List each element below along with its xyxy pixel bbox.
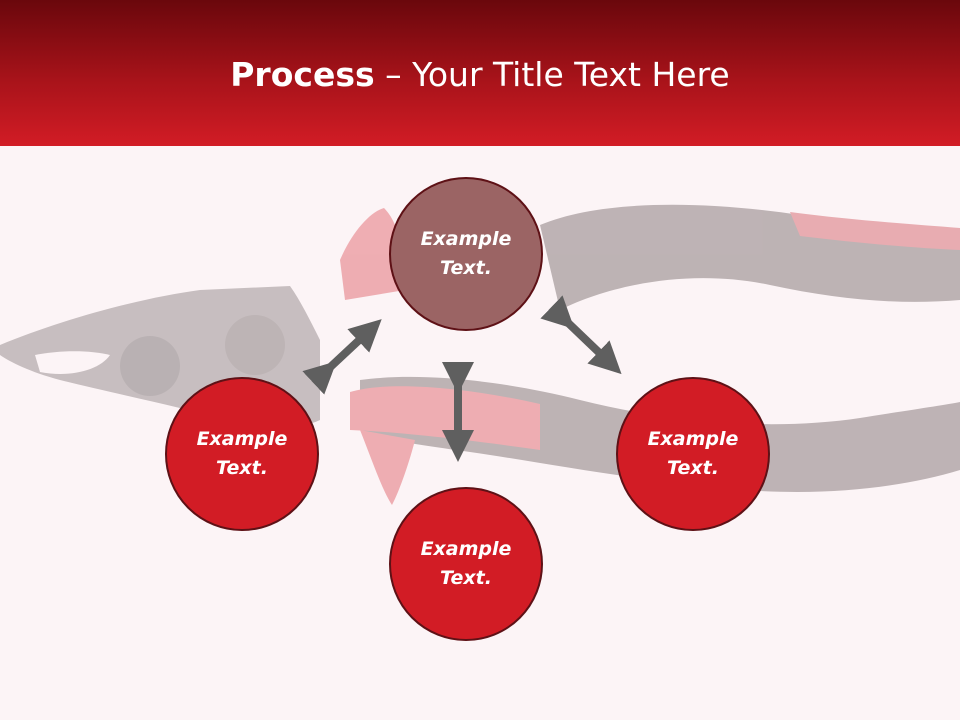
node-left-text: Example Text. <box>196 428 288 479</box>
node-bottom: Example Text. <box>389 487 543 641</box>
node-top-text: Example Text. <box>420 228 512 279</box>
node-bottom-text: Example Text. <box>420 538 512 589</box>
title-banner <box>0 0 960 146</box>
node-left: Example Text. <box>165 377 319 531</box>
slide-title: Process – Your Title Text Here <box>0 54 960 96</box>
node-top: Example Text. <box>389 177 543 331</box>
arrow-top-left <box>302 319 382 395</box>
node-right-text: Example Text. <box>647 428 739 479</box>
arrow-top-right <box>540 295 622 375</box>
node-right: Example Text. <box>616 377 770 531</box>
title-rest: – Your Title Text Here <box>374 55 730 94</box>
title-bold: Process <box>230 55 375 94</box>
